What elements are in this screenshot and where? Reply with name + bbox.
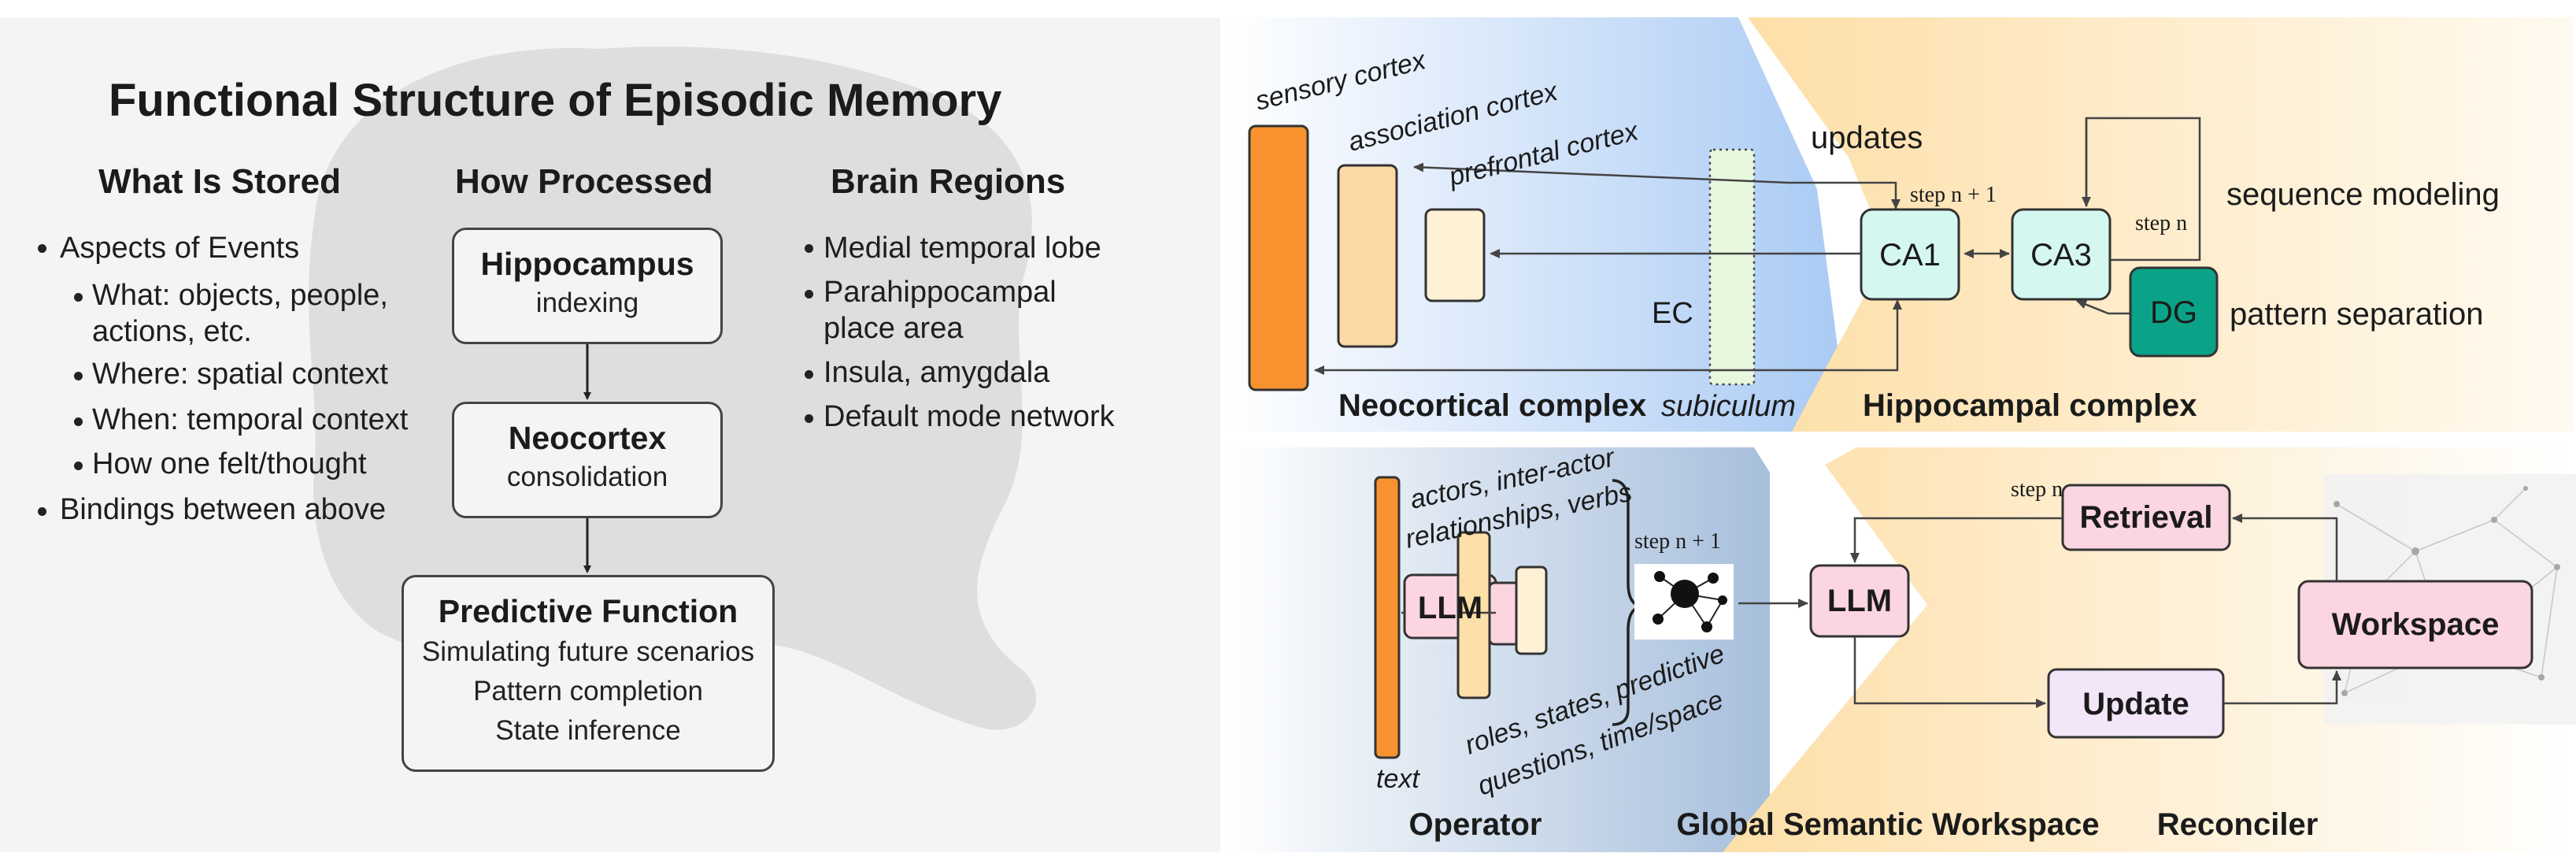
bullet [805, 244, 813, 253]
llm-label: LLM [1418, 591, 1482, 625]
brain-silhouette [309, 46, 1037, 730]
ca3-box [2011, 208, 2112, 301]
update-label: Update [2082, 687, 2189, 721]
stored-subitem: What: objects, people, [92, 279, 388, 312]
arrow [1850, 517, 2063, 563]
regions-heading: Brain Regions [831, 162, 1066, 201]
bottom-panel: actors, inter-actor relationships, verbs… [1227, 442, 2576, 852]
step-n1-label: step n + 1 [1910, 183, 1997, 207]
ca1-box [1860, 208, 1960, 301]
arrow [1413, 162, 1790, 184]
association-bar [1337, 164, 1398, 348]
global-workspace-label: Global Semantic Workspace [1676, 807, 2099, 842]
step-n-label: step n [2135, 211, 2187, 235]
sensory-bar [1248, 124, 1309, 391]
subiculum-label: subiculum [1661, 390, 1796, 423]
ec-subiculum-box [1708, 148, 1756, 386]
ec-label: EC [1652, 297, 1693, 330]
neocortical-complex-label: Neocortical complex [1338, 388, 1646, 423]
bullet [74, 462, 83, 470]
reconciler-label: Reconciler [2157, 807, 2319, 842]
bullet [805, 370, 813, 379]
bullet [74, 293, 83, 302]
retrieval-label: Retrieval [2080, 500, 2213, 535]
arrow [2223, 670, 2341, 705]
processed-heading: How Processed [455, 162, 713, 201]
hippocampal-region [1748, 17, 2573, 432]
neocortex-sub: consolidation [506, 462, 668, 492]
left-panel: Functional Structure of Episodic Memory … [0, 17, 1220, 852]
step-n-label-bottom: step n [2011, 477, 2063, 502]
dg-box [2129, 266, 2219, 358]
llm-label-2: LLM [1827, 584, 1892, 618]
stored-subitem: When: temporal context [92, 403, 409, 436]
operator-region [1227, 447, 1770, 852]
neocortex-title: Neocortex [508, 420, 667, 456]
region-item: Default mode network [824, 400, 1115, 433]
stored-item: Aspects of Events [60, 232, 300, 265]
llm-box-2 [1809, 564, 1910, 638]
bullet [38, 507, 46, 516]
predictive-line: Simulating future scenarios [421, 636, 755, 667]
stored-subitem: How one felt/thought [92, 447, 367, 480]
predictive-line: State inference [495, 715, 681, 746]
step-n1-label-bottom: step n + 1 [1634, 529, 1721, 554]
arrow [1853, 636, 2046, 708]
predictive-box: Predictive Function Simulating future sc… [402, 575, 775, 772]
stored-heading: What Is Stored [98, 162, 342, 201]
node-cluster-icon [1634, 564, 1734, 640]
dg-label: DG [2150, 295, 2197, 330]
stored-subitem-cont: actions, etc. [92, 315, 252, 348]
predictive-line: Pattern completion [473, 676, 703, 706]
arrow [1789, 181, 1901, 210]
stored-subitem: Where: spatial context [92, 358, 388, 391]
operator-label: Operator [1409, 807, 1542, 842]
text-label: text [1376, 764, 1420, 794]
region-item-cont: place area [824, 312, 964, 345]
ca3-label: CA3 [2030, 238, 2092, 273]
hippocampus-box: Hippocampus indexing [452, 228, 723, 344]
pattern-separation-label: pattern separation [2230, 297, 2483, 332]
region-item: Insula, amygdala [824, 356, 1050, 389]
embedding-bar-3 [1515, 565, 1548, 655]
sequence-label: sequence modeling [2226, 177, 2500, 212]
hippocampus-sub: indexing [535, 287, 639, 318]
top-panel: sensory cortex association cortex prefro… [1225, 17, 2573, 432]
region-item: Medial temporal lobe [824, 232, 1101, 265]
bullet [74, 372, 83, 380]
process-arrows [583, 344, 591, 573]
hippocampal-complex-label: Hippocampal complex [1863, 388, 2197, 423]
arrow [2232, 514, 2338, 581]
page-title: Functional Structure of Episodic Memory [109, 75, 1002, 126]
stored-item: Bindings between above [60, 493, 387, 526]
right-diagram: sensory cortex association cortex prefro… [1225, 17, 2576, 852]
updates-label: updates [1811, 121, 1923, 155]
bullet [38, 244, 46, 253]
hippocampus-title: Hippocampus [480, 246, 694, 282]
region-item: Parahippocampal [824, 276, 1057, 309]
bullet [74, 417, 83, 426]
bullet [805, 414, 813, 423]
bullet [805, 290, 813, 299]
workspace-label: Workspace [2332, 607, 2500, 642]
neocortex-box: Neocortex consolidation [452, 402, 723, 518]
workspace-box [2297, 580, 2533, 669]
arrow [1314, 299, 1902, 375]
predictive-title: Predictive Function [438, 593, 738, 629]
text-input-bar [1374, 476, 1401, 759]
ca1-label: CA1 [1879, 238, 1941, 273]
prefrontal-bar [1424, 208, 1486, 302]
